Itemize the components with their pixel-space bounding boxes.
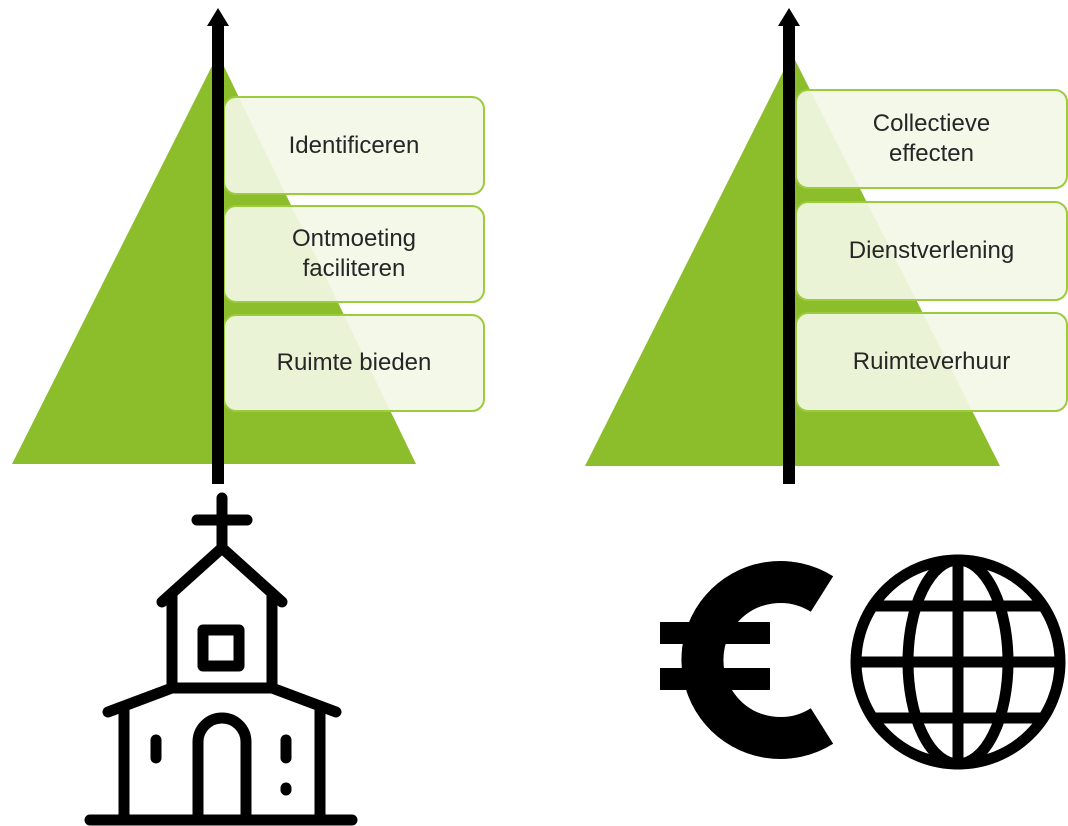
right-level-label-1: Collectieve effecten (872, 110, 991, 167)
right-arrow (778, 8, 800, 484)
right-box-2 (795, 201, 1068, 301)
right-box-1 (795, 89, 1068, 189)
right-level-label-3: Ruimteverhuur (852, 348, 1011, 375)
globe-icon (850, 554, 1066, 770)
left-level-boxes (223, 96, 485, 412)
right-level-boxes (795, 89, 1068, 412)
left-level-label-2: Ontmoeting faciliteren (291, 225, 417, 282)
euro-icon (660, 561, 834, 759)
left-level-label-3: Ruimte bieden (276, 349, 432, 376)
right-box-3 (795, 312, 1068, 412)
church-icon (84, 492, 358, 826)
left-level-label-1: Identificeren (288, 131, 420, 159)
right-level-label-2: Dienstverlening (848, 237, 1015, 264)
left-arrow (207, 8, 229, 484)
